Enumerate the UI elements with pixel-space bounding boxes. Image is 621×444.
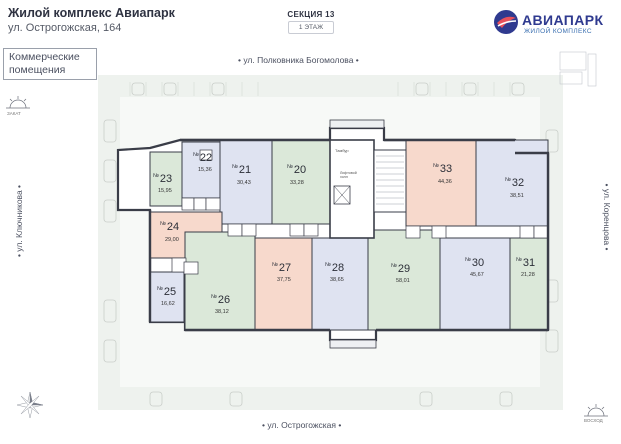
unit-23-room xyxy=(149,151,183,207)
compass-rose-icon xyxy=(16,391,44,419)
stair-steps xyxy=(376,155,404,205)
unit-29-number[interactable]: №29 xyxy=(391,263,411,275)
floor-badge: 1 ЭТАЖ xyxy=(288,21,334,34)
unit-30-room xyxy=(439,237,511,331)
unit-25-area: 16,62 xyxy=(161,301,175,307)
unit-30-number[interactable]: №30 xyxy=(465,257,485,269)
unit-29-area: 58,01 xyxy=(396,278,410,284)
stair-flight xyxy=(373,149,407,213)
unit-31-room xyxy=(509,237,549,331)
street-label-left: • ул. Ключникова • xyxy=(14,184,24,258)
category-label: Коммерческие помещения xyxy=(9,51,80,76)
unit-25-room xyxy=(149,271,185,323)
load-bearing-walls xyxy=(148,138,550,332)
sunset-icon xyxy=(6,96,30,109)
unit-25-number[interactable]: №25 xyxy=(157,286,177,298)
unit-20-number[interactable]: №20 xyxy=(287,164,307,176)
unit-21-area: 30,43 xyxy=(237,180,251,186)
unit-22-number[interactable]: №22 xyxy=(193,152,213,164)
brand-name: АВИАПАРК xyxy=(522,12,604,28)
unit-21-room xyxy=(219,139,273,225)
brand-tagline: ЖИЛОЙ КОМПЛЕКС xyxy=(524,28,592,35)
unit-31-number[interactable]: №31 xyxy=(516,257,536,269)
unit-29-room xyxy=(367,229,441,331)
unit-21-number[interactable]: №21 xyxy=(232,164,252,176)
unit-28-room xyxy=(311,237,369,331)
unit-26-area: 38,12 xyxy=(215,309,229,315)
stairs-label: Тамбур xyxy=(335,148,349,153)
unit-23-area: 15,95 xyxy=(158,188,172,194)
unit-22-area: 15,36 xyxy=(198,167,212,173)
brand-logo-icon xyxy=(492,8,520,41)
unit-33-number[interactable]: №33 xyxy=(433,163,453,175)
unit-32-room xyxy=(475,139,549,227)
sunrise-icon xyxy=(584,404,608,417)
section-label: СЕКЦИЯ 13 xyxy=(287,10,335,19)
street-label-bottom: • ул. Острогожская • xyxy=(262,420,342,430)
street-label-right: • ул. Коренцова • xyxy=(602,183,612,251)
unit-20-area: 33,28 xyxy=(290,180,304,186)
unit-28-number[interactable]: №28 xyxy=(325,262,345,274)
lift-hall-label: Лифтовой холл xyxy=(340,171,357,179)
unit-27-number[interactable]: №27 xyxy=(272,262,292,274)
unit-27-area: 37,75 xyxy=(277,277,291,283)
unit-28-area: 38,65 xyxy=(330,277,344,283)
logo-mark-icon xyxy=(494,10,518,34)
entrance-porch xyxy=(329,119,385,129)
parking-top xyxy=(129,82,511,96)
rear-porch xyxy=(329,339,377,349)
unit-24-area: 29,00 xyxy=(165,237,179,243)
unit-32-number[interactable]: №32 xyxy=(505,177,525,189)
unit-27-room xyxy=(254,237,313,331)
sunrise-label: ВОСХОД xyxy=(584,418,603,423)
street-label-top: • ул. Полковника Богомолова • xyxy=(238,55,359,65)
category-box: Коммерческие помещения xyxy=(3,48,97,80)
address-line: ул. Острогожская, 164 xyxy=(8,22,122,34)
unit-23-number[interactable]: №23 xyxy=(153,173,173,185)
unit-24-number[interactable]: №24 xyxy=(160,221,180,233)
unit-30-area: 45,67 xyxy=(470,272,484,278)
service-rooms xyxy=(171,149,549,275)
section-info: СЕКЦИЯ 13 1 ЭТАЖ xyxy=(286,10,336,34)
sunset-label: ЗАКАТ xyxy=(7,111,21,116)
page-title: Жилой комплекс Авиапарк xyxy=(8,6,175,20)
site-sketch xyxy=(559,51,597,87)
unit-26-number[interactable]: №26 xyxy=(211,294,231,306)
unit-32-area: 38,51 xyxy=(510,193,524,199)
unit-31-area: 21,28 xyxy=(521,272,535,278)
unit-26-room xyxy=(184,231,256,331)
unit-33-area: 44,36 xyxy=(438,179,452,185)
